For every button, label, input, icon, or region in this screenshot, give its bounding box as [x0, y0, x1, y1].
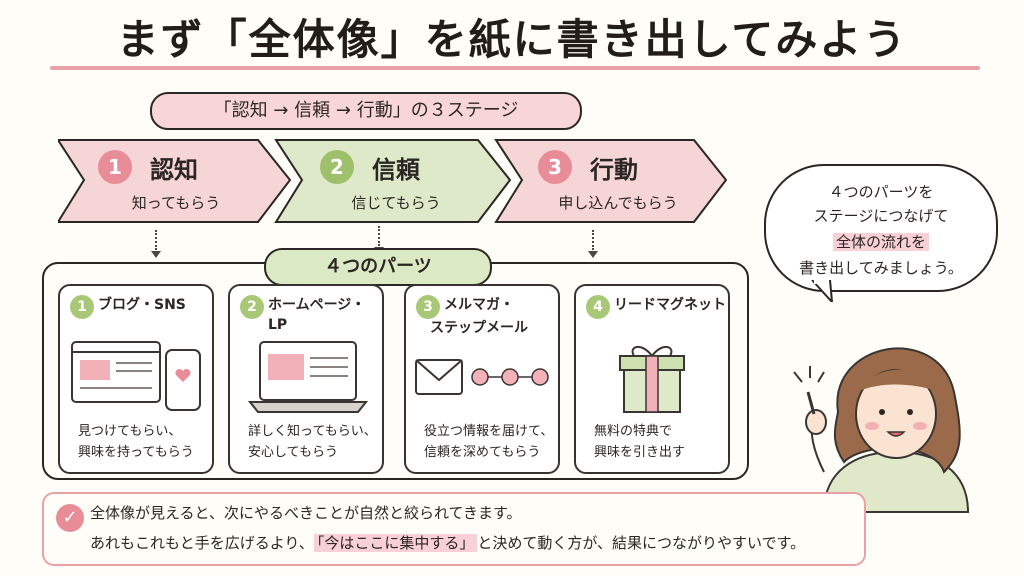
part-card-homepage-lp: 2 ホームページ・LP 詳しく知ってもらい、 安心してもらう	[228, 284, 384, 474]
summary-highlight: 「今はここに集中する」	[313, 534, 478, 552]
parts-label: ４つのパーツ	[264, 248, 492, 286]
stage-3-title: 行動	[590, 156, 638, 184]
part-card-lead-magnet: 4 リードマグネット 無料の特典で 興味を引き出す	[574, 284, 730, 474]
part-desc-2: 安心してもらう	[248, 445, 338, 460]
part-number: 2	[240, 295, 264, 319]
part-desc-2: 興味を持ってもらう	[78, 445, 194, 460]
bubble-tail	[811, 280, 834, 302]
stage-3-sub: 申し込んでもらう	[558, 194, 678, 212]
part-number: 3	[416, 295, 440, 319]
stage-label: 「認知 → 信頼 → 行動」の３ステージ	[150, 92, 582, 130]
stage-3-number: 3	[538, 150, 572, 184]
part-desc-1: 無料の特典で	[594, 424, 673, 439]
down-arrow-icon	[151, 230, 167, 258]
bubble-line-1: ４つのパーツを	[828, 183, 934, 201]
part-desc-1: 見つけてもらい、	[78, 424, 182, 439]
stage-1-sub: 知ってもらう	[131, 194, 221, 212]
stage-1-title: 認知	[150, 156, 198, 184]
stage-2-title: 信頼	[372, 156, 420, 184]
bubble-line-2: ステージにつなげて	[813, 207, 949, 225]
title-underline	[50, 66, 980, 70]
stage-1-number: 1	[98, 150, 132, 184]
part-title: ブログ・SNS	[98, 297, 186, 313]
stage-2-number: 2	[320, 150, 354, 184]
part-desc-2: 興味を引き出す	[594, 445, 686, 460]
envelope-sequence-icon	[415, 359, 549, 395]
summary-line-2c: と決めて動く方が、結果につながりやすいです。	[477, 534, 806, 552]
page-title: まず「全体像」を紙に書き出してみよう	[116, 15, 908, 64]
down-arrow-icon	[374, 226, 390, 254]
part-title-line2: ステップメール	[430, 320, 528, 336]
gift-icon	[619, 346, 685, 413]
part-desc-1: 詳しく知ってもらい、	[248, 424, 377, 439]
summary-box: ✓ 全体像が見えると、次にやるべきことが自然と絞られてきます。 あれもこれもと手…	[42, 492, 866, 566]
part-title: メルマガ・	[444, 297, 514, 313]
check-icon: ✓	[56, 504, 84, 532]
part-number: 1	[70, 295, 94, 319]
part-title: ホームページ・LP	[268, 297, 366, 333]
summary-line-1: 全体像が見えると、次にやるべきことが自然と絞られてきます。	[90, 504, 522, 522]
woman-pointing-illustration	[793, 347, 970, 513]
part-card-blog-sns: 1 ブログ・SNS 見つけてもらい、 興味を持ってもらう	[58, 284, 214, 474]
speech-bubble: ４つのパーツを ステージにつなげて 全体の流れを 書き出してみましょう。	[764, 164, 998, 292]
browser-and-phone-icon	[71, 341, 201, 411]
laptop-icon	[248, 341, 368, 413]
summary-line-2a: あれもこれもと手を広げるより、	[90, 534, 314, 552]
stage-2-sub: 信じてもらう	[351, 194, 441, 212]
down-arrow-icon	[588, 230, 604, 258]
summary-line-2: あれもこれもと手を広げるより、「今はここに集中する」と決めて動く方が、結果につな…	[90, 532, 805, 553]
part-card-mailmagazine: 3 メルマガ・ ステップメール 役立つ情報を届けて、 信頼を深めてもらう	[404, 284, 560, 474]
part-desc-2: 信頼を深めてもらう	[424, 445, 541, 460]
part-number: 4	[586, 295, 610, 319]
bubble-line-4: 書き出してみましょう。	[799, 259, 963, 277]
part-desc-1: 役立つ情報を届けて、	[424, 424, 554, 439]
part-title: リードマグネット	[614, 297, 726, 313]
bubble-line-3: 全体の流れを	[832, 233, 929, 251]
